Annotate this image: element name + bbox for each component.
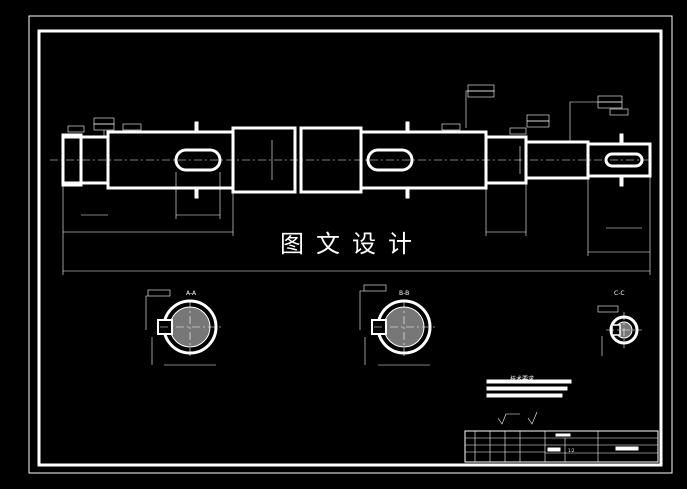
- dimension-lines: [62, 140, 651, 275]
- keyway-a: [174, 148, 222, 172]
- shaft-main-view: [50, 84, 652, 275]
- outer-frame: [28, 15, 673, 474]
- title-block-scale: 1:2: [568, 448, 575, 453]
- tech-req-line-2: [486, 386, 568, 391]
- section-a-a: A-A: [145, 289, 222, 366]
- watermark-text: 图文设计: [280, 230, 424, 258]
- technical-requirements: 技术要求: [486, 375, 572, 425]
- section-b-b-label: B-B: [399, 290, 409, 297]
- keyway-b: [366, 148, 414, 172]
- inner-frame: [37, 29, 663, 467]
- title-block: 1:2: [464, 430, 659, 463]
- keyway-c: [604, 152, 644, 168]
- tech-req-title: 技术要求: [510, 375, 534, 383]
- shaft-right-end: [586, 142, 652, 178]
- tolerance-frames: [67, 84, 629, 142]
- section-markers: [194, 121, 624, 199]
- shaft-left-chamfer: [61, 133, 83, 187]
- section-b-b: B-B: [359, 284, 436, 366]
- tech-req-line-3: [486, 393, 563, 398]
- section-c-c-label: C-C: [614, 290, 625, 297]
- tech-req-line-1: [486, 379, 572, 384]
- roughness-symbol: [497, 413, 520, 425]
- section-c-c: C-C: [597, 290, 642, 356]
- section-a-a-label: A-A: [186, 290, 197, 297]
- title-block-frame: [464, 430, 659, 463]
